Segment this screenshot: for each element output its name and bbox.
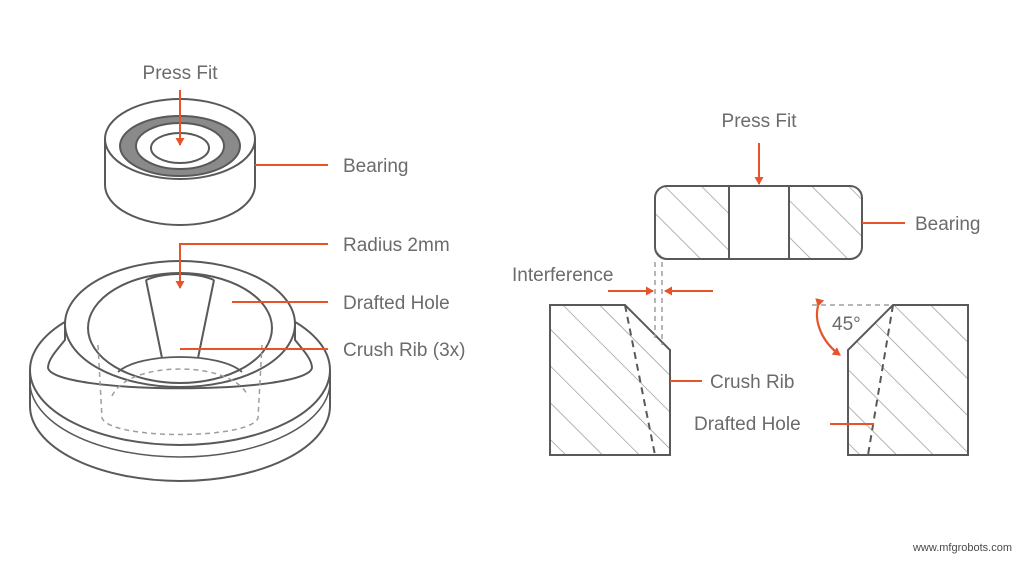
angle-arc-arrow [815,298,841,356]
right-drafted-hole-label: Drafted Hole [694,414,801,435]
housing-section-left [549,304,671,456]
left-bearing-label: Bearing [343,156,409,177]
crush-rib-3x-label: Crush Rib (3x) [343,340,465,361]
right-crush-rib-label: Crush Rib [710,372,794,393]
bearing-section [654,185,863,260]
isometric-view: Press Fit Bearing Radius 2mm Drafted Hol… [29,63,466,482]
right-press-fit-label: Press Fit [722,111,798,132]
watermark: www.mfgrobots.com [912,542,1012,554]
radius-label: Radius 2mm [343,235,450,256]
left-drafted-hole-label: Drafted Hole [343,293,450,314]
radius-leader [175,243,328,289]
section-view: Press Fit Bearing Interference 45° Crush… [512,111,981,456]
left-callouts: Press Fit Bearing Radius 2mm Drafted Hol… [143,63,466,361]
left-press-fit-label: Press Fit [143,63,219,84]
housing-3d [29,260,331,482]
housing-section-right [812,304,969,456]
interference-label: Interference [512,265,613,286]
angle-label: 45° [832,314,861,335]
right-bearing-label: Bearing [915,214,981,235]
right-callouts: Press Fit Bearing Interference 45° Crush… [512,111,981,435]
